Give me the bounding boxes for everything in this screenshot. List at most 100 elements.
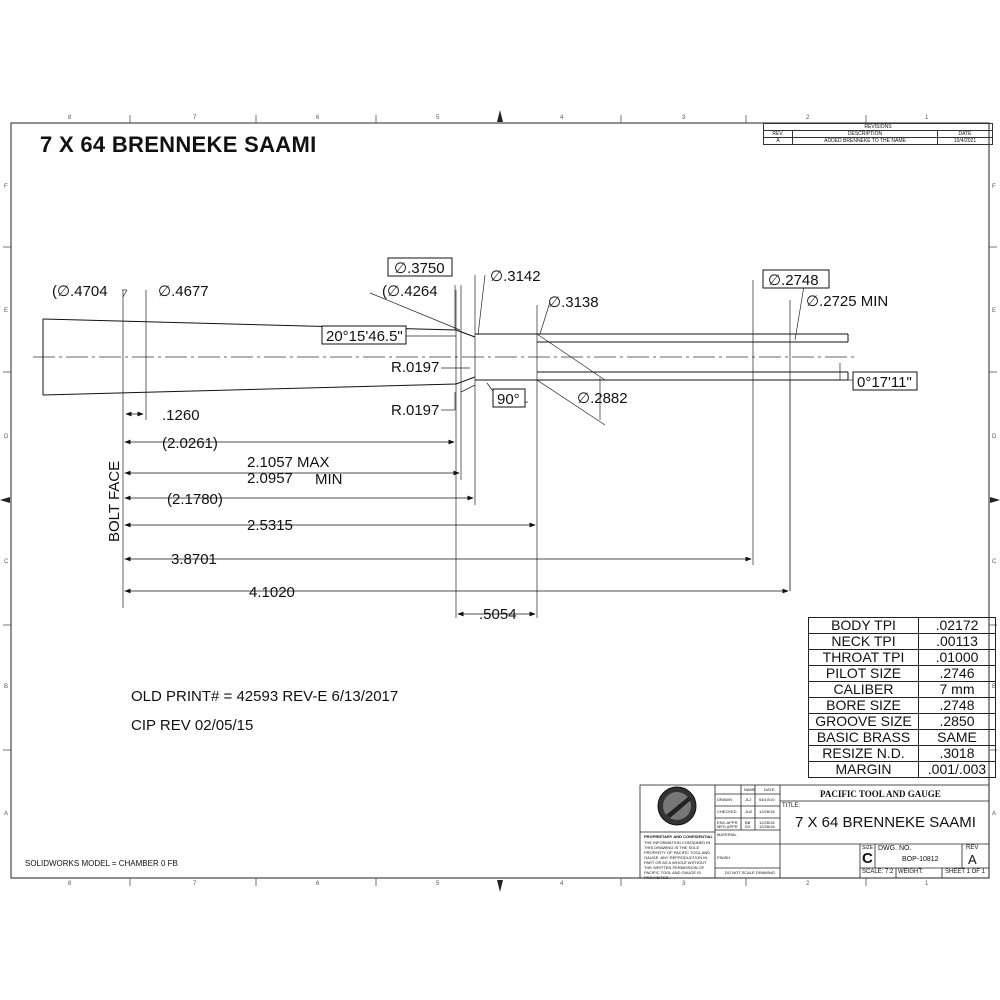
size-label: SIZE [862,845,874,851]
dim-d4264: (∅.4264 [382,283,438,300]
dim-d2882: ∅.2882 [577,390,628,407]
approval-role: DRAWN [717,797,732,802]
extension-lines [122,274,853,618]
dim-d3142: ∅.3142 [490,268,541,285]
drawing-title: 7 X 64 BRENNEKE SAAMI [40,132,317,157]
spec-row: BORE SIZE.2748 [808,697,996,714]
dim-d4677: ∅.4677 [158,283,209,300]
dim-2-1780: (2.1780) [167,491,223,508]
spec-value: .00113 [918,633,996,650]
company-logo [657,786,697,826]
center-mark-left [0,497,10,503]
scale-label: SCALE: 7:2 [862,869,894,875]
dim-radius-2: R.0197 [391,402,439,419]
approval-name: JLJ [745,797,752,802]
spec-row: PILOT SIZE.2746 [808,665,996,682]
old-print-note: OLD PRINT# = 42593 REV-E 6/13/2017 [131,688,399,705]
spec-row: THROAT TPI.01000 [808,649,996,666]
svg-text:4: 4 [560,115,564,121]
svg-text:6: 6 [316,115,320,121]
cip-rev-note: CIP REV 02/05/15 [131,717,254,734]
spec-key: BASIC BRASS [808,729,919,746]
do-not-scale-note: DO NOT SCALE DRAWING [725,870,776,875]
dim-4-1020: 4.1020 [249,584,295,601]
dim-90-angle: 90° [497,391,520,408]
spec-value: .001/.003 [918,761,996,778]
approval-name: JLB [745,809,752,814]
size-value: C [862,850,873,867]
finish-label: FINISH [717,855,731,860]
spec-value: .3018 [918,745,996,762]
zone-ticks [3,115,997,886]
svg-text:8: 8 [68,881,72,887]
approval-date: 12/28/18 [759,809,775,814]
rev-label: REV [966,845,979,851]
spec-value: .2748 [918,697,996,714]
spec-key: NECK TPI [808,633,919,650]
spec-value: .2850 [918,713,996,730]
spec-value: .01000 [918,649,996,666]
dim-shoulder-angle: 20°15'46.5" [326,328,403,345]
spec-table: BODY TPI.02172 NECK TPI.00113 THROAT TPI… [808,617,996,778]
svg-text:2: 2 [806,881,810,887]
svg-text:F: F [992,184,996,190]
rev-value: A [968,852,977,867]
svg-text:3: 3 [682,115,686,121]
dim-2-1057: 2.1057 MAX [247,454,330,471]
approval-role: CHECKED [717,809,737,814]
svg-text:A: A [4,811,8,817]
dimension-texts: (∅.4704 ∅.4677 (∅.4264 ∅.3750 ∅.3142 ∅.3… [52,260,912,623]
title-block-title: 7 X 64 BRENNEKE SAAMI [795,814,976,831]
spec-row: NECK TPI.00113 [808,633,996,650]
svg-text:6: 6 [316,881,320,887]
svg-text:4: 4 [560,881,564,887]
spec-row: RESIZE N.D..3018 [808,745,996,762]
center-mark-right [990,497,1000,503]
dim-d3138: ∅.3138 [548,294,599,311]
spec-key: RESIZE N.D. [808,745,919,762]
dim-3-8701: 3.8701 [171,551,217,568]
rev-cell: 10/4/2021 [937,137,993,145]
dim-1260: .1260 [162,407,200,424]
spec-value: SAME [918,729,996,746]
proprietary-title: PROPRIETARY AND CONFIDENTIAL [644,834,713,839]
dwg-no-value: BOP-10812 [902,856,939,863]
approval-role: MFG APPR [717,824,738,829]
spec-row: MARGIN.001/.003 [808,761,996,778]
svg-text:C: C [4,559,9,565]
spec-key: GROOVE SIZE [808,713,919,730]
dim-2-0957: 2.0957 [247,470,293,487]
spec-value: .02172 [918,617,996,634]
dwg-no-label: DWG. NO. [878,845,912,852]
rev-col-header: REV. [763,130,793,138]
svg-text:5: 5 [436,115,440,121]
approval-role: ENG APPR [717,820,738,825]
title-block-frame [639,784,990,879]
dim-min-label: MIN [315,471,343,488]
svg-text:A: A [992,811,996,817]
dim-d3750: ∅.3750 [394,260,445,277]
approval-name: DX [745,824,751,829]
center-mark-bottom [497,880,503,892]
center-mark-top [497,110,503,122]
spec-key: BORE SIZE [808,697,919,714]
dimension-boxes [321,257,918,408]
dim-d4704: (∅.4704 [52,283,108,300]
dim-2-0261: (2.0261) [162,435,218,452]
dim-5054: .5054 [479,606,517,623]
spec-key: PILOT SIZE [808,665,919,682]
svg-text:1: 1 [925,115,929,121]
revisions-heading: REVISIONS [763,123,993,131]
approval-date: 04/10/10 [759,797,775,802]
zone-labels: 8 7 6 5 4 3 2 1 8 7 6 5 4 3 2 1 F E D C … [4,115,997,887]
bolt-face-label: BOLT FACE [106,461,123,542]
title-label: TITLE: [782,803,801,809]
spec-key: THROAT TPI [808,649,919,666]
spec-key: BODY TPI [808,617,919,634]
proprietary-text: THE INFORMATION CONTAINED IN THIS DRAWIN… [644,840,711,880]
spec-row: GROOVE SIZE.2850 [808,713,996,730]
spec-value: .2746 [918,665,996,682]
svg-text:1: 1 [925,881,929,887]
